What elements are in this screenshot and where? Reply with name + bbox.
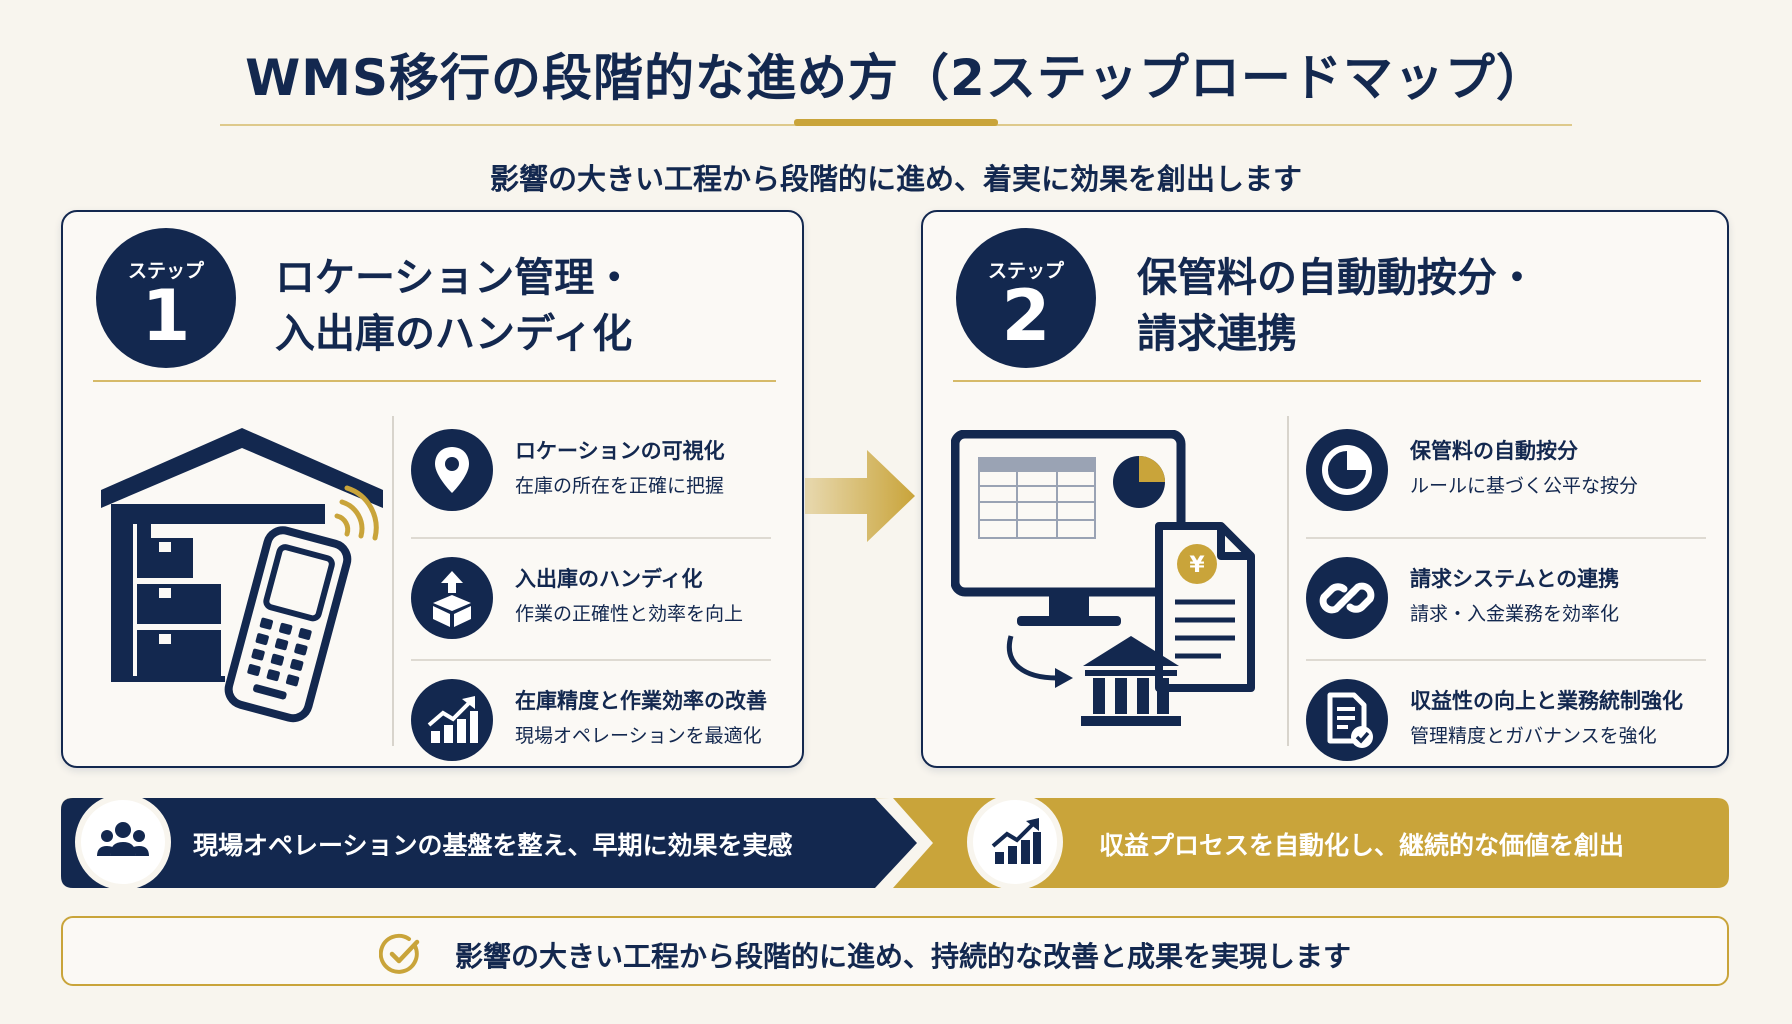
step2-title-line1: 保管料の自動動按分・ (1137, 255, 1537, 301)
step1-feature-3-title: 在庫精度と作業効率の改善 (515, 689, 767, 713)
page-title: WMS移行の段階的な進め方（2ステップロードマップ） (245, 49, 1547, 107)
step1-feature-2: 入出庫のハンディ化 作業の正確性と効率を向上 (411, 537, 771, 659)
link-icon (1306, 557, 1388, 639)
step2-feature-3-title: 収益性の向上と業務統制強化 (1410, 689, 1683, 713)
step1-feature-2-title: 入出庫のハンディ化 (515, 567, 703, 591)
pie-chart-icon (1306, 429, 1388, 511)
summary-text: 影響の大きい工程から段階的に進め、持続的な改善と成果を実現します (455, 940, 1352, 973)
step2-vertical-divider (1287, 416, 1289, 746)
step1-feature-3: 在庫精度と作業効率の改善 現場オペレーションを最適化 (411, 659, 771, 781)
warehouse-scanner-icon (101, 428, 383, 723)
growth-chart-icon (411, 679, 493, 761)
step1-feature-1-desc: 在庫の所在を正確に把握 (515, 475, 725, 497)
title-accent-bar (794, 119, 998, 126)
step2-badge-label: ステップ (987, 260, 1064, 282)
billing-system-icon: ¥ (951, 430, 1255, 726)
check-circle-icon (379, 933, 420, 974)
step2-feature-1: 保管料の自動按分 ルールに基づく公平な按分 (1306, 415, 1706, 537)
step2-feature-3-desc: 管理精度とガバナンスを強化 (1410, 725, 1657, 747)
outcome-banner: 現場オペレーションの基盤を整え、早期に効果を実感 収益プロセスを自動化し、継続的… (61, 794, 1729, 890)
step1-vertical-divider (392, 416, 394, 746)
box-upload-icon (411, 557, 493, 639)
step1-badge-label: ステップ (127, 260, 204, 282)
growth-chart-icon (967, 794, 1063, 890)
step-transition-arrow (805, 450, 915, 542)
page-subtitle: 影響の大きい工程から段階的に進め、着実に効果を創出します (489, 162, 1302, 196)
step1-feature-3-desc: 現場オペレーションを最適化 (515, 725, 762, 747)
step1-title: ロケーション管理・ 入出庫のハンディ化 (275, 250, 634, 362)
step1-badge: ステップ 1 (96, 228, 236, 368)
step2-divider (953, 380, 1701, 382)
step2-feature-2: 請求システムとの連携 請求・入金業務を効率化 (1306, 537, 1706, 659)
step2-feature-3: 収益性の向上と業務統制強化 管理精度とガバナンスを強化 (1306, 659, 1706, 781)
team-icon (75, 794, 171, 890)
yen-symbol: ¥ (1189, 553, 1205, 578)
step1-divider (93, 380, 776, 382)
step2-badge: ステップ 2 (956, 228, 1096, 368)
step1-feature-2-desc: 作業の正確性と効率を向上 (515, 603, 744, 625)
step2-feature-2-title: 請求システムとの連携 (1410, 567, 1620, 591)
step2-feature-1-title: 保管料の自動按分 (1410, 439, 1578, 463)
document-check-icon (1306, 679, 1388, 761)
banner-left-text: 現場オペレーションの基盤を整え、早期に効果を実感 (193, 831, 793, 860)
banner-left-shape (61, 798, 917, 888)
step1-title-line1: ロケーション管理・ (275, 255, 635, 301)
step2-feature-1-desc: ルールに基づく公平な按分 (1410, 475, 1639, 497)
banner-shapes (61, 798, 1729, 888)
step2-title-line2: 請求連携 (1137, 311, 1297, 357)
step2-panel: ステップ 2 保管料の自動動按分・ 請求連携 ¥ (921, 210, 1729, 768)
step1-badge-number: 1 (141, 275, 191, 357)
step1-panel: ステップ 1 ロケーション管理・ 入出庫のハンディ化 (61, 210, 804, 768)
step2-badge-number: 2 (1001, 275, 1051, 357)
step2-title: 保管料の自動動按分・ 請求連携 (1137, 250, 1537, 362)
banner-right-shape (61, 798, 1729, 888)
banner-right-text: 収益プロセスを自動化し、継続的な価値を創出 (1099, 831, 1625, 860)
step1-title-line2: 入出庫のハンディ化 (275, 311, 633, 357)
summary-box: 影響の大きい工程から段階的に進め、持続的な改善と成果を実現します (61, 916, 1729, 986)
step2-feature-2-desc: 請求・入金業務を効率化 (1410, 603, 1620, 625)
location-pin-icon (411, 429, 493, 511)
step1-feature-1: ロケーションの可視化 在庫の所在を正確に把握 (411, 415, 771, 537)
step1-feature-1-title: ロケーションの可視化 (515, 439, 725, 463)
